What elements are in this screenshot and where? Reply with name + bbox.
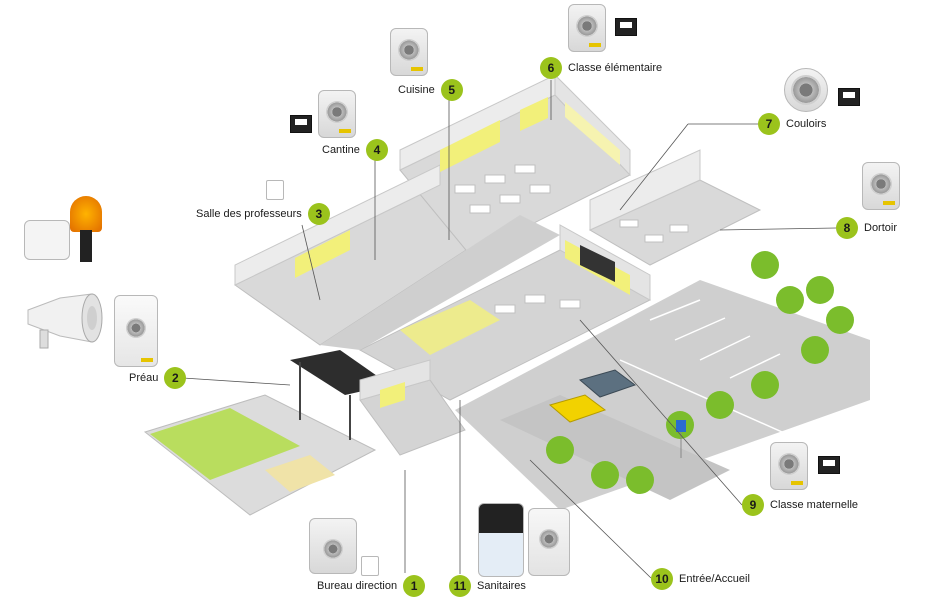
zone-marker-10: 10 Entrée/Accueil: [651, 568, 750, 590]
zone-label: Couloirs: [786, 118, 827, 130]
zone-number-badge: 2: [164, 367, 187, 389]
wall-speaker-icon: [390, 28, 428, 76]
zone-label: Sanitaires: [477, 580, 526, 592]
leader-lines: [182, 80, 837, 579]
yellow-car: [548, 394, 607, 423]
zone-label: Classe maternelle: [770, 499, 859, 511]
dark-board: [580, 245, 615, 282]
call-point-icon: [361, 556, 379, 576]
zone-number-badge: 7: [758, 113, 780, 135]
wall-speaker-icon: [568, 4, 606, 52]
zone-label: Entrée/Accueil: [679, 573, 750, 585]
zone-marker-11: 11 Sanitaires: [449, 575, 526, 597]
rotating-beacon-base: [80, 230, 92, 262]
right-wing-wall: [589, 149, 701, 231]
zone-marker-7: 7 Couloirs: [758, 113, 826, 135]
zone-marker-3: 3 Salle des professeurs: [196, 203, 330, 225]
call-point-icon: [266, 180, 284, 200]
junction-box-icon: [24, 220, 70, 260]
zone-label: Préau: [129, 372, 159, 384]
corridor: [320, 215, 560, 350]
blue-car: [578, 369, 637, 398]
zone-marker-2: 2 Préau: [129, 367, 187, 389]
intercom-icon: [478, 503, 524, 577]
zone-label: Classe élémentaire: [568, 62, 663, 74]
intercom-icon: [309, 518, 357, 574]
zone-marker-9: 9 Classe maternelle: [742, 494, 858, 516]
zone-label: Bureau direction: [317, 580, 398, 592]
zone-number-badge: 10: [651, 568, 673, 590]
wall-speaker-icon: [862, 162, 900, 210]
zone-number-badge: 3: [307, 203, 330, 225]
zone-label: Salle des professeurs: [196, 208, 302, 220]
ceiling-speaker-icon: [784, 68, 828, 112]
zone-number-badge: 1: [403, 575, 426, 597]
trigger-button-icon: [818, 456, 840, 474]
rotating-beacon-icon: [70, 196, 102, 232]
zone-label: Dortoir: [864, 222, 898, 234]
playground-grass: [150, 408, 300, 480]
siren-horn-icon: [20, 290, 106, 352]
wall-speaker-icon: [114, 295, 158, 367]
trigger-button-icon: [838, 88, 860, 106]
zone-number-badge: 11: [449, 575, 471, 597]
trees: [546, 251, 854, 494]
zone-label: Cantine: [322, 144, 360, 156]
trigger-button-icon: [615, 18, 637, 36]
zone-marker-5: 5 Cuisine: [398, 79, 463, 101]
office-wall: [359, 359, 431, 401]
playground-sandbox: [265, 455, 335, 492]
zone-marker-6: 6 Classe élémentaire: [540, 57, 662, 79]
road: [500, 395, 730, 500]
zone-marker-1: 1 Bureau direction: [317, 575, 426, 597]
zone-number-badge: 4: [365, 139, 388, 161]
zone-number-badge: 6: [540, 57, 562, 79]
desks: [454, 164, 689, 314]
zone-marker-4: 4 Cantine: [322, 139, 388, 161]
trigger-button-icon: [290, 115, 312, 133]
wall-speaker-icon: [770, 442, 808, 490]
zone-number-badge: 5: [440, 79, 463, 101]
zone-marker-8: 8 Dortoir: [836, 217, 897, 239]
zone-number-badge: 8: [836, 217, 858, 239]
zone-number-badge: 9: [742, 494, 764, 516]
toilets: [400, 300, 500, 355]
wall-speaker-icon: [318, 90, 356, 138]
zone-label: Cuisine: [398, 84, 435, 96]
wall-speaker-icon: [528, 508, 570, 576]
